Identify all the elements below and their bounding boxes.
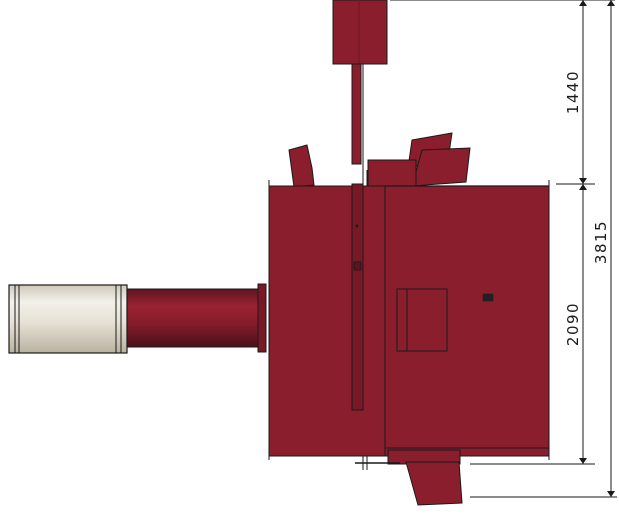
bottom-skid: [355, 449, 463, 506]
dimension-label-total: 3815: [592, 220, 610, 264]
body-channel: [351, 183, 364, 411]
top-pump-block: [332, 0, 388, 65]
top-bracket-left: [288, 144, 315, 188]
body-left-section: [262, 180, 386, 460]
top-bracket-center: [367, 159, 417, 189]
dimension-label-lower: 2090: [564, 302, 582, 346]
top-flap-right: [407, 132, 471, 187]
label-plate: [482, 293, 494, 302]
access-panel: [396, 288, 448, 352]
cylinder-tank: [8, 284, 128, 354]
horizontal-pipe: [125, 283, 267, 353]
dimension-label-upper: 1440: [564, 70, 582, 114]
dimension-lines: [390, 0, 617, 498]
